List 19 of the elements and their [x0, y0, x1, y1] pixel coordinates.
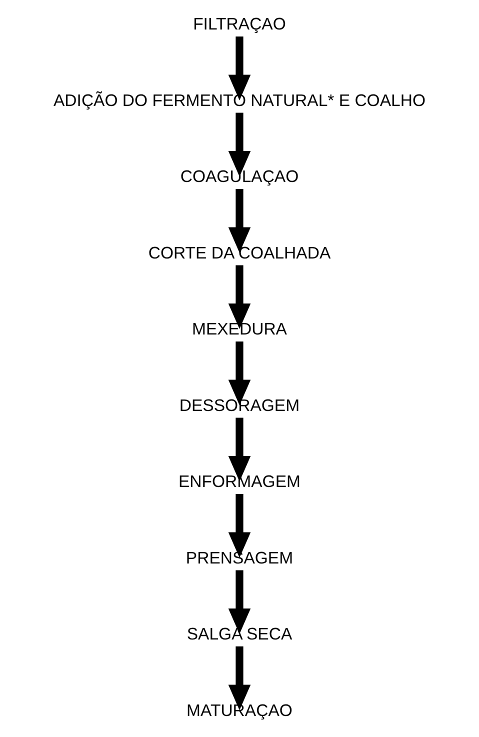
arrow — [228, 265, 251, 330]
node-text: FILTRAÇAO — [193, 14, 286, 34]
arrow — [228, 112, 251, 177]
node-text: MATURAÇAO — [186, 700, 292, 720]
node-text: DESSORAGEM — [179, 396, 300, 415]
node-text: MEXEDURA — [192, 320, 288, 339]
arrow — [228, 36, 251, 100]
arrow — [228, 570, 251, 634]
arrow — [228, 418, 251, 482]
node-text: ENFORMAGEM — [178, 472, 301, 492]
arrow — [228, 341, 251, 406]
arrow — [228, 646, 251, 710]
arrow — [228, 189, 251, 253]
node-text: COAGULAÇAO — [180, 167, 299, 186]
arrow — [228, 494, 251, 558]
node-text: SALGA SECA — [186, 624, 292, 644]
node-text: PRENSAGEM — [186, 548, 294, 568]
node-text: ADIÇÃO DO FERMENTO NATURAL* E COALHO — [53, 90, 426, 110]
node-text: CORTE DA COALHADA — [148, 243, 331, 262]
